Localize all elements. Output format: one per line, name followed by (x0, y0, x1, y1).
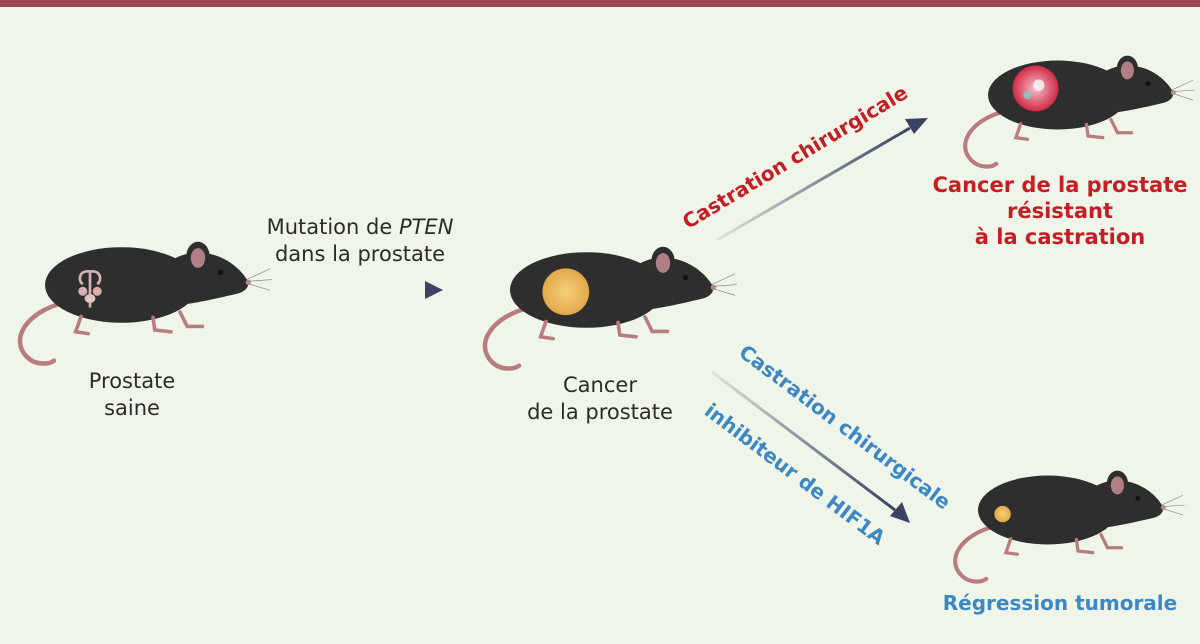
mouse-cancer (485, 247, 737, 369)
small-tumor (994, 505, 1011, 523)
prostate-organ-icon (78, 270, 102, 308)
top-accent-bar (0, 0, 1200, 7)
mouse-healthy (20, 242, 272, 364)
mouse-regression (955, 471, 1184, 582)
gene-name: PTEN (398, 215, 454, 239)
label-cancer: Cancer de la prostate (527, 373, 673, 424)
label-resistant: Cancer de la prostate résistant à la cas… (932, 173, 1188, 249)
arrow-castration-bottom (711, 370, 910, 523)
label-regression: Régression tumorale (942, 591, 1178, 615)
arrow-mutation (283, 281, 443, 299)
label-healthy-prostate: Prostate saine (88, 369, 176, 420)
tumor (542, 268, 590, 316)
mouse-resistant (965, 56, 1194, 167)
label-mutation: Mutation de PTEN dans la prostate (266, 215, 454, 266)
arrow-castration-top (716, 118, 928, 242)
